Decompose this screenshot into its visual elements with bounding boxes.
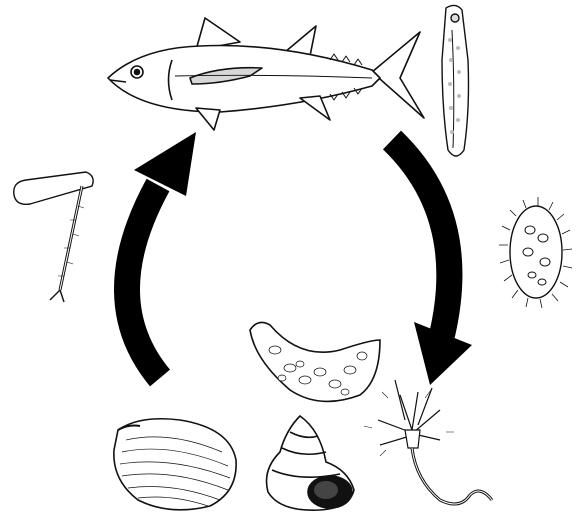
curved-arrow-up-icon — [127, 132, 196, 378]
branched-larva-icon — [364, 380, 492, 504]
clam-shell-icon — [114, 419, 236, 510]
ciliated-egg-icon — [499, 197, 572, 308]
flatworm-icon — [442, 5, 469, 156]
tailed-cercaria-icon — [14, 172, 93, 302]
curved-arrow-down-icon — [392, 140, 472, 385]
snail-shell-icon — [267, 416, 355, 510]
sporocyst-sac-icon — [250, 322, 380, 401]
tuna-icon — [108, 18, 424, 130]
